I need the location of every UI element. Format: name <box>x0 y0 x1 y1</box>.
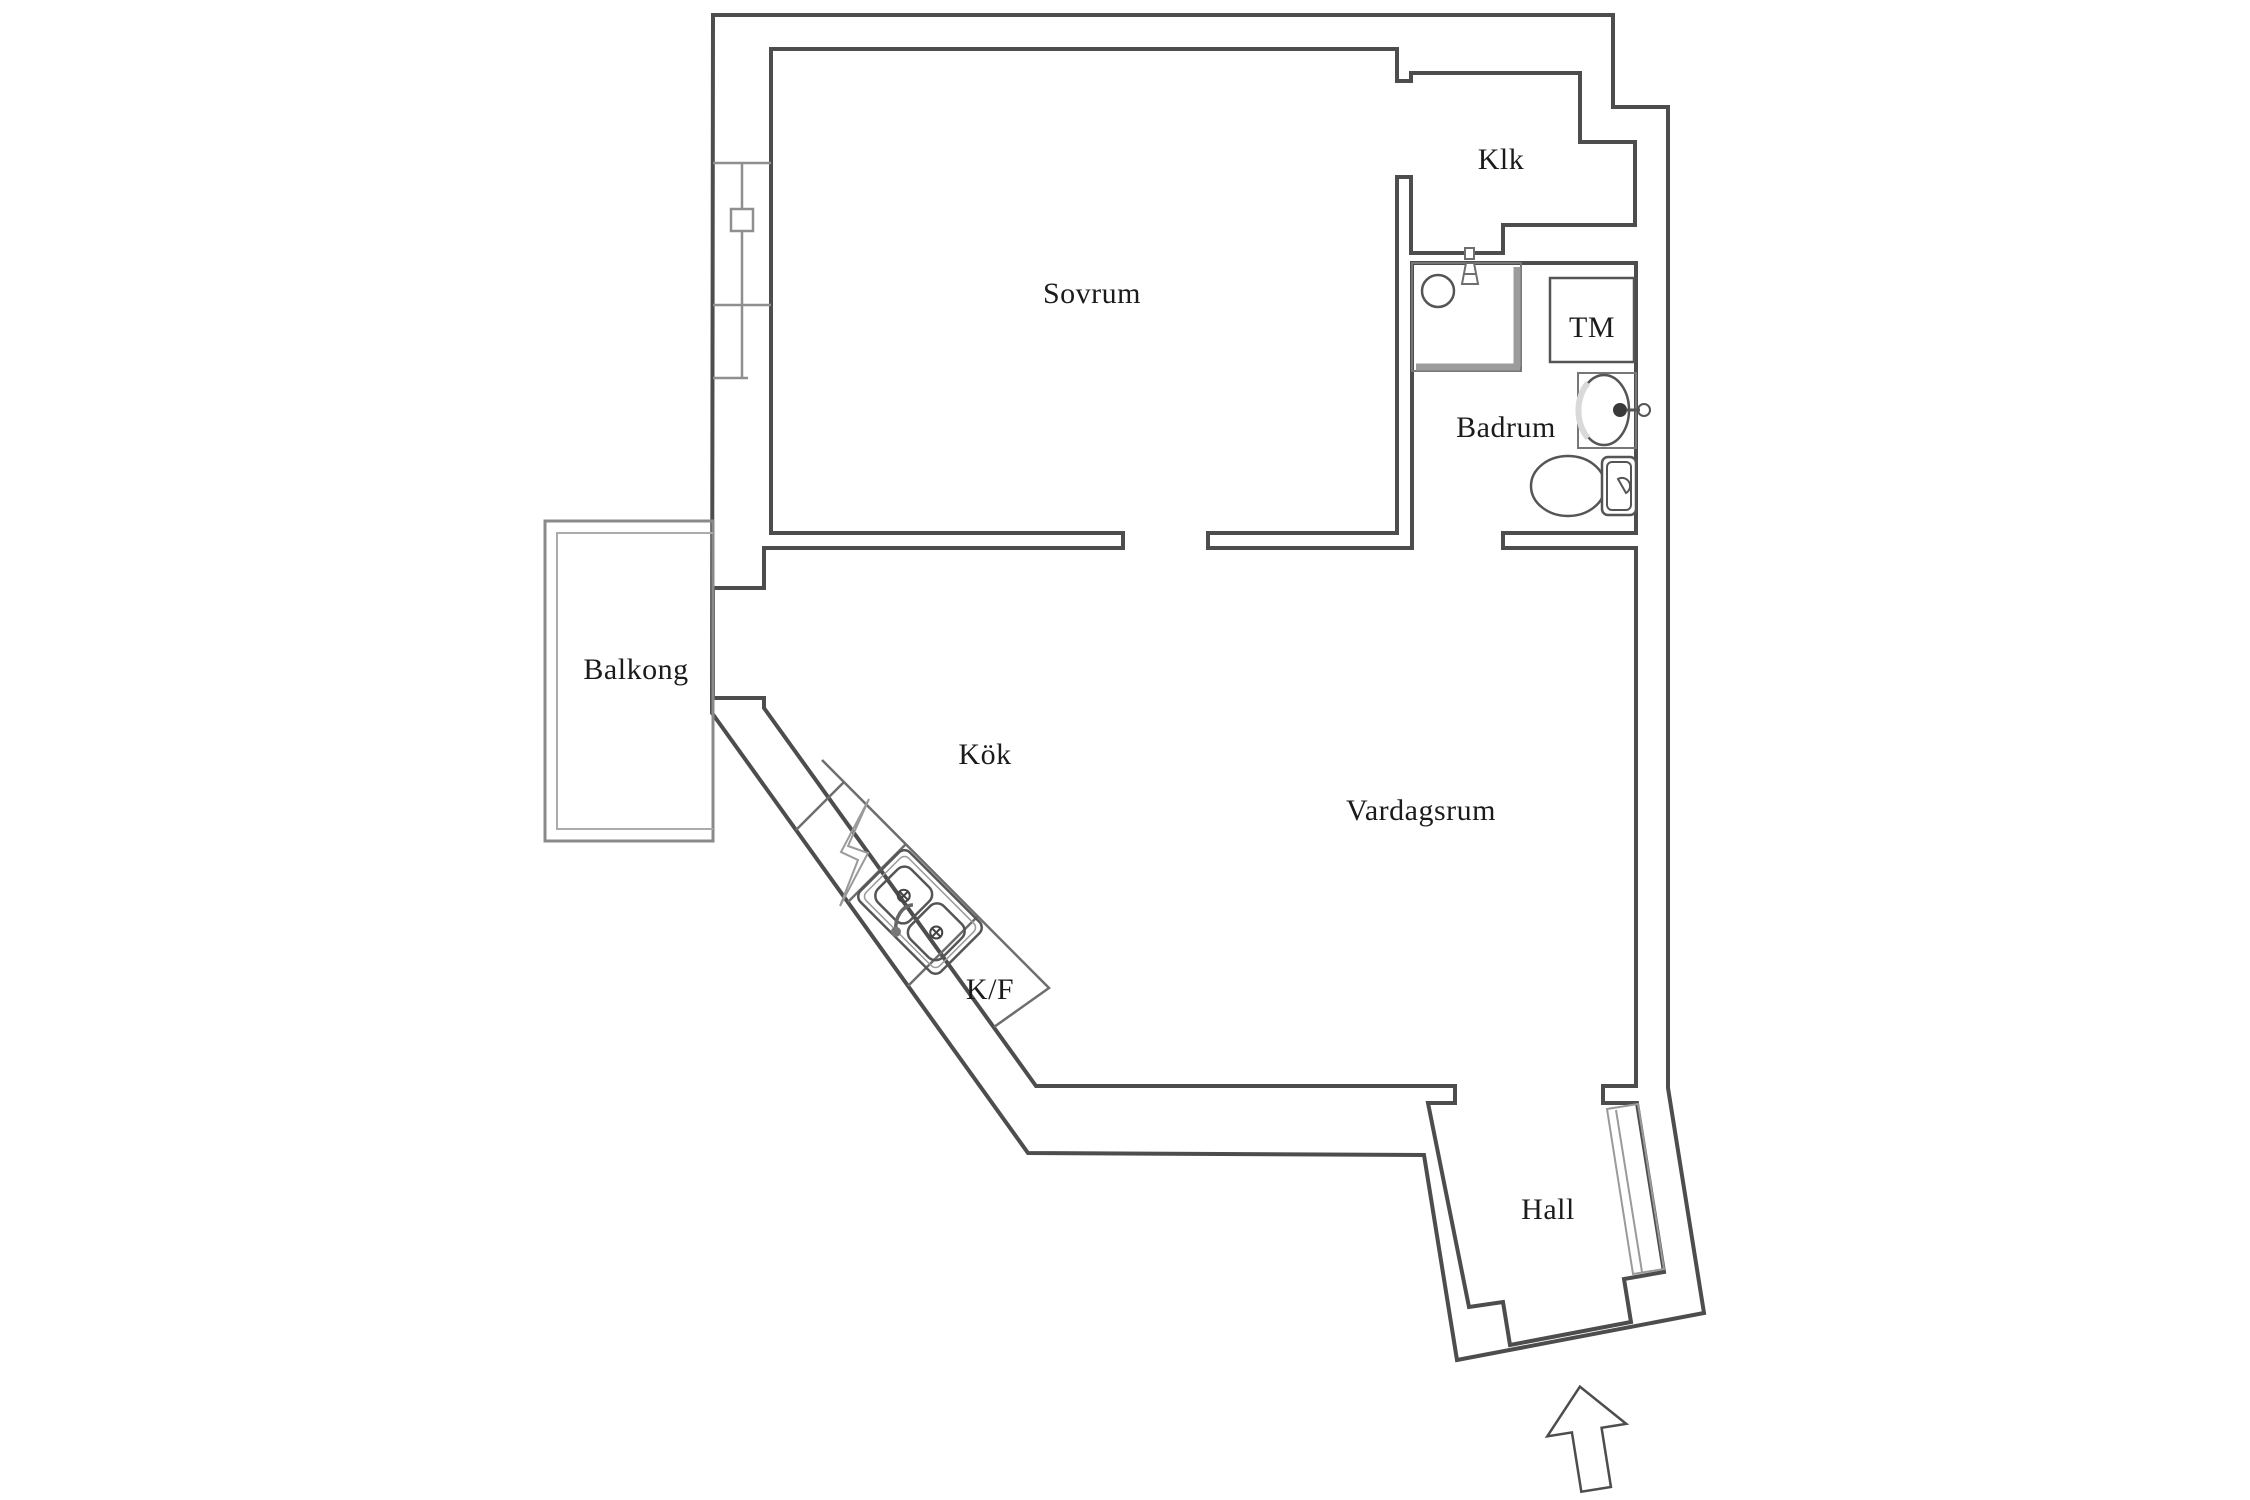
room-label-balkong: Balkong <box>583 653 688 686</box>
walls <box>709 13 1707 1363</box>
window <box>713 161 771 380</box>
exterior-wall-outline <box>709 13 1707 1363</box>
sink-drain-icon <box>896 888 944 940</box>
hall-wardrobe <box>1605 1102 1666 1276</box>
interior-wall-faces <box>711 47 1667 1348</box>
stove-icon <box>839 798 870 907</box>
counter-front-edge <box>821 759 1051 1029</box>
room-label-tm: TM <box>1569 311 1615 344</box>
room-label-klk: Klk <box>1478 143 1525 176</box>
balcony <box>543 519 715 843</box>
room-label-badrum: Badrum <box>1456 411 1556 444</box>
kitchen-sink <box>857 849 983 975</box>
entrance-arrow <box>1544 1384 1630 1494</box>
room-label-sovrum: Sovrum <box>1043 277 1141 310</box>
bathroom-sink <box>1575 372 1651 449</box>
toilet-flush-icon <box>1616 476 1632 495</box>
shower-drain <box>1420 273 1456 309</box>
room-label-kf: K/F <box>966 973 1014 1006</box>
room-label-kok: Kök <box>958 738 1011 771</box>
toilet <box>1529 454 1638 518</box>
window-mullion <box>729 207 755 233</box>
washing-machine <box>1548 276 1636 364</box>
room-label-vardagsrum: Vardagsrum <box>1346 794 1496 827</box>
shower-head-icon <box>1460 247 1480 285</box>
faucet-icon <box>1613 403 1627 417</box>
shower <box>1411 247 1522 372</box>
room-label-hall: Hall <box>1521 1193 1575 1226</box>
